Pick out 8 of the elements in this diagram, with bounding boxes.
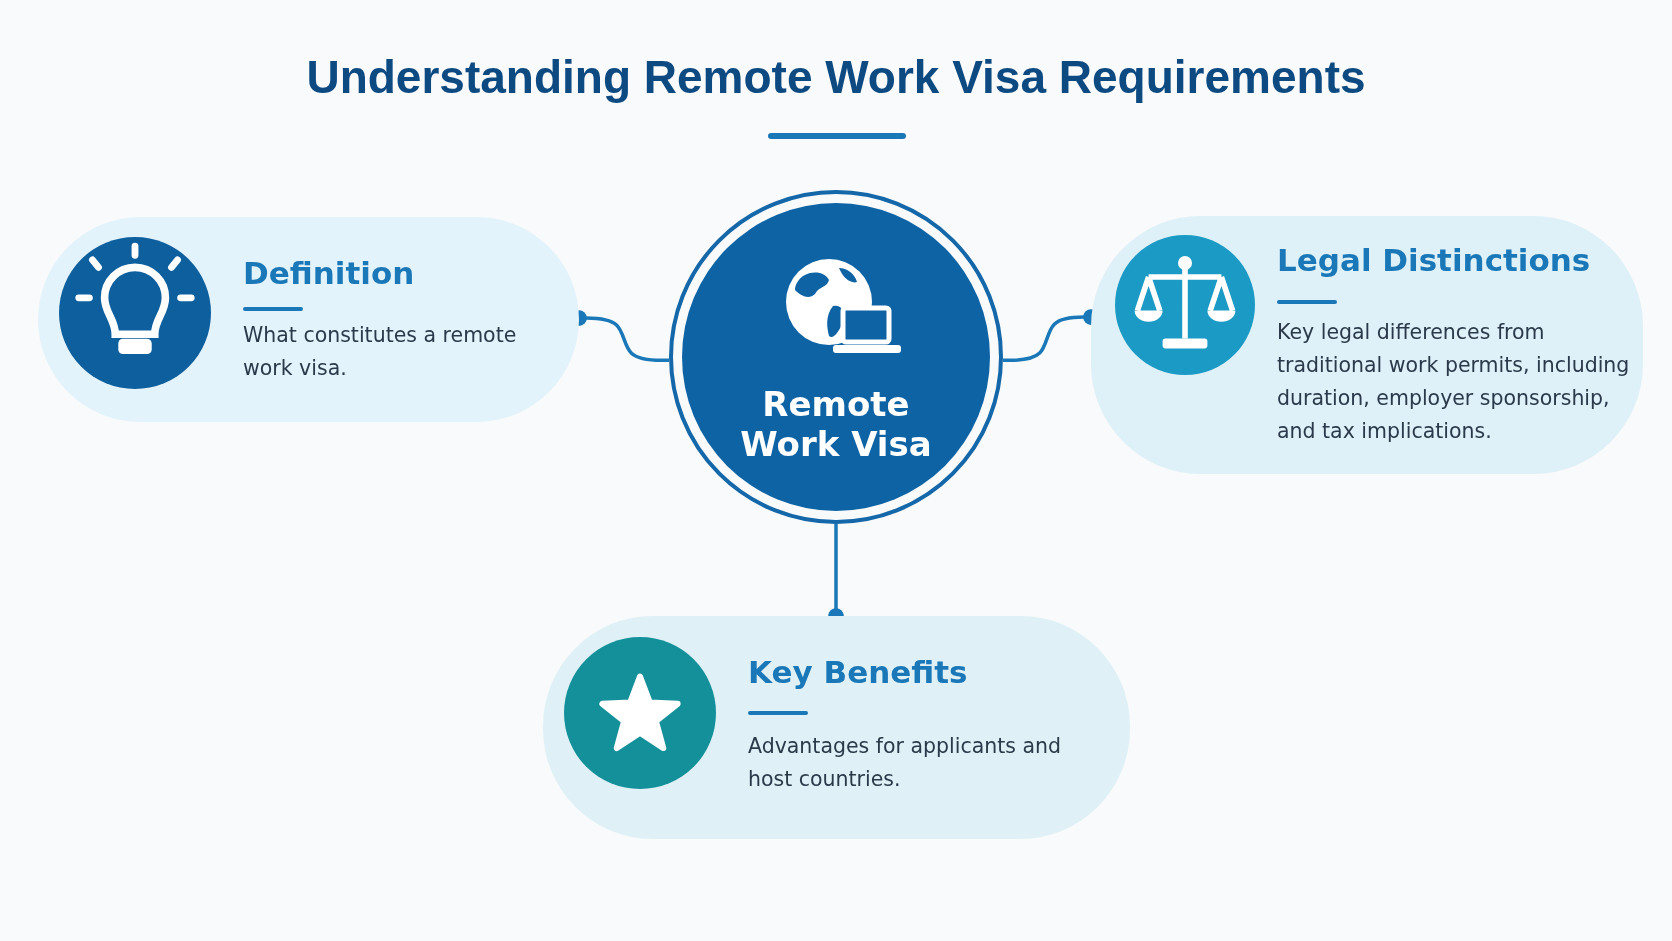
title: Understanding Remote Work Visa Requirements	[306, 50, 1366, 104]
hub-label: Remote Work Visa	[739, 384, 933, 464]
heading: Legal Distinctions	[1277, 242, 1591, 278]
heading: Key Benefits	[748, 654, 968, 690]
description: Advantages for applicants and host countries.	[748, 733, 1063, 793]
description: Key legal differences from traditional work permits, including duration, employer sponsorship, and tax implications.	[1277, 319, 1631, 445]
description: What constitutes a remote work visa.	[243, 322, 518, 382]
heading: Definition	[243, 255, 415, 291]
